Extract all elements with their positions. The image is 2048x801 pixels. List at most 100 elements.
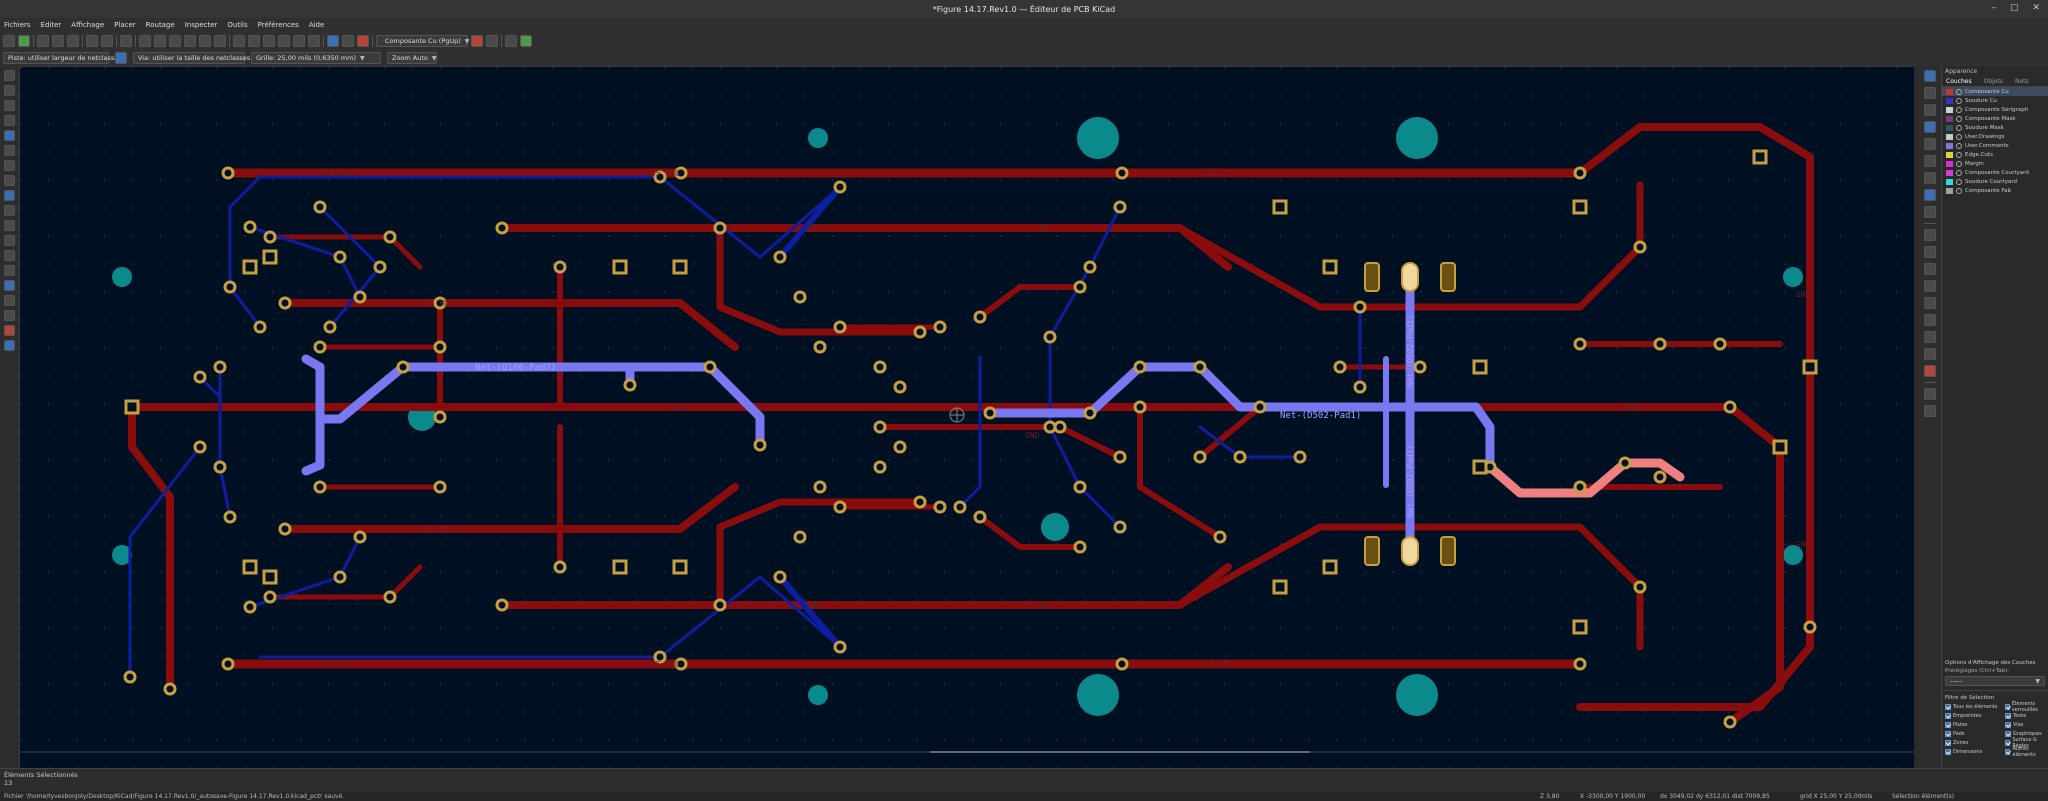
canvas-hscroll-thumb[interactable] bbox=[930, 751, 1310, 753]
selection-filter-item[interactable]: Empreintes bbox=[1942, 711, 2002, 720]
layer-color-swatch[interactable] bbox=[1946, 160, 1953, 167]
scripting-icon[interactable] bbox=[486, 35, 498, 47]
square-pad[interactable] bbox=[1472, 359, 1488, 375]
square-pad[interactable] bbox=[672, 559, 688, 575]
layer-color-swatch[interactable] bbox=[1946, 133, 1953, 140]
pad[interactable] bbox=[1573, 337, 1587, 351]
eye-icon[interactable] bbox=[1956, 133, 1962, 140]
select-icon[interactable] bbox=[1924, 70, 1936, 82]
zoom-fit-icon[interactable] bbox=[184, 35, 196, 47]
board-setup-icon[interactable] bbox=[18, 35, 30, 47]
pad[interactable] bbox=[243, 600, 257, 614]
pad[interactable] bbox=[1083, 406, 1097, 420]
square-pad[interactable] bbox=[1802, 359, 1818, 375]
pad[interactable] bbox=[213, 360, 227, 374]
pad[interactable] bbox=[623, 378, 637, 392]
square-pad[interactable] bbox=[1572, 199, 1588, 215]
pad[interactable] bbox=[893, 380, 907, 394]
square-pad[interactable] bbox=[612, 559, 628, 575]
pad[interactable] bbox=[1113, 200, 1127, 214]
checkbox[interactable] bbox=[1945, 748, 1951, 755]
layer-color-swatch[interactable] bbox=[1946, 124, 1953, 131]
selected-track[interactable] bbox=[1485, 458, 1685, 498]
pad[interactable] bbox=[213, 460, 227, 474]
pad[interactable] bbox=[313, 200, 327, 214]
draw-rectangle-icon[interactable] bbox=[1924, 263, 1936, 275]
tab-objets[interactable]: Objets bbox=[1983, 78, 2003, 85]
units-inch-icon[interactable] bbox=[4, 100, 15, 111]
layer-color-swatch[interactable] bbox=[1946, 88, 1953, 95]
track-outline-icon[interactable] bbox=[4, 265, 15, 276]
menu-editer[interactable]: Editer bbox=[40, 21, 62, 29]
pad[interactable] bbox=[1333, 360, 1347, 374]
pad[interactable] bbox=[1723, 400, 1737, 414]
measure-icon[interactable] bbox=[1924, 405, 1936, 417]
layer-selector[interactable]: Composante Cu (PgUp) ▼ bbox=[376, 35, 469, 47]
pad[interactable] bbox=[1043, 330, 1057, 344]
pcb-drawing[interactable]: +55 VDC +55 VDC +55 VDC +55 VDC GND GND … bbox=[20, 67, 1914, 769]
pad[interactable] bbox=[653, 170, 667, 184]
pad[interactable] bbox=[123, 670, 137, 684]
add-via-icon[interactable] bbox=[1924, 172, 1936, 184]
square-pad[interactable] bbox=[612, 259, 628, 275]
pad[interactable] bbox=[223, 280, 237, 294]
drc-icon[interactable] bbox=[357, 35, 369, 47]
pcb-canvas[interactable]: +55 VDC +55 VDC +55 VDC +55 VDC GND GND … bbox=[19, 66, 1914, 769]
pad[interactable] bbox=[193, 370, 207, 384]
curved-ratsnest-icon[interactable] bbox=[4, 175, 15, 186]
pad[interactable] bbox=[223, 510, 237, 524]
pad[interactable] bbox=[873, 360, 887, 374]
zone-outline-icon[interactable] bbox=[4, 220, 15, 231]
group-icon[interactable] bbox=[278, 35, 290, 47]
add-dimension-icon[interactable] bbox=[1924, 331, 1936, 343]
menu-outils[interactable]: Outils bbox=[227, 21, 248, 29]
grid-origin-icon[interactable] bbox=[1924, 388, 1936, 400]
pad[interactable] bbox=[793, 290, 807, 304]
pad[interactable] bbox=[1653, 337, 1667, 351]
grid-select[interactable]: Grille: 25,00 mils (0,6350 mm)▼ bbox=[251, 52, 381, 64]
menu-routage[interactable]: Routage bbox=[145, 21, 175, 29]
tab-couches[interactable]: Couches bbox=[1946, 78, 1972, 85]
pad[interactable] bbox=[373, 260, 387, 274]
eye-icon[interactable] bbox=[1956, 151, 1962, 158]
pad[interactable] bbox=[773, 250, 787, 264]
tab-nets[interactable]: Nets bbox=[2014, 78, 2029, 85]
layer-color-swatch[interactable] bbox=[1946, 151, 1953, 158]
menu-aide[interactable]: Aide bbox=[308, 21, 325, 29]
square-pad[interactable] bbox=[1272, 199, 1288, 215]
oval-pad[interactable] bbox=[1440, 262, 1456, 292]
pad[interactable] bbox=[278, 296, 292, 310]
checkbox[interactable] bbox=[1945, 721, 1951, 728]
eye-icon[interactable] bbox=[1956, 115, 1962, 122]
add-text-icon[interactable] bbox=[1924, 314, 1936, 326]
selection-filter-item[interactable]: Tous les éléments bbox=[1942, 702, 2002, 711]
pad[interactable] bbox=[253, 320, 267, 334]
pad[interactable] bbox=[1713, 337, 1727, 351]
pad[interactable] bbox=[243, 220, 257, 234]
checkbox[interactable] bbox=[2005, 712, 2011, 719]
checkbox[interactable] bbox=[1945, 730, 1951, 737]
checkbox[interactable] bbox=[2005, 721, 2011, 728]
layer-row[interactable]: User.Comments bbox=[1942, 141, 2048, 150]
zoom-select[interactable]: Zoom Auto▼ bbox=[387, 52, 437, 64]
track-width-select[interactable]: Piste: utiliser largeur de netclasse▼ bbox=[3, 52, 127, 64]
refresh-icon[interactable] bbox=[139, 35, 151, 47]
via-outline-icon[interactable] bbox=[4, 250, 15, 261]
pad[interactable] bbox=[1633, 580, 1647, 594]
print-icon[interactable] bbox=[52, 35, 64, 47]
layer-row[interactable]: Edge.Cuts bbox=[1942, 150, 2048, 159]
via-size-select[interactable]: Via: utiliser la taille des netclasses▼ bbox=[133, 52, 259, 64]
tune-length-icon[interactable] bbox=[1924, 155, 1936, 167]
draw-line-icon[interactable] bbox=[1924, 229, 1936, 241]
eye-icon[interactable] bbox=[1956, 124, 1962, 131]
pad[interactable] bbox=[383, 590, 397, 604]
eye-icon[interactable] bbox=[1956, 142, 1962, 149]
layer-row[interactable]: Soudure Courtyard bbox=[1942, 177, 2048, 186]
pad[interactable] bbox=[495, 221, 509, 235]
square-pad[interactable] bbox=[1272, 579, 1288, 595]
pad[interactable] bbox=[753, 438, 767, 452]
pad[interactable] bbox=[1253, 400, 1267, 414]
pad[interactable] bbox=[1113, 450, 1127, 464]
pad[interactable] bbox=[433, 480, 447, 494]
pad[interactable] bbox=[333, 250, 347, 264]
